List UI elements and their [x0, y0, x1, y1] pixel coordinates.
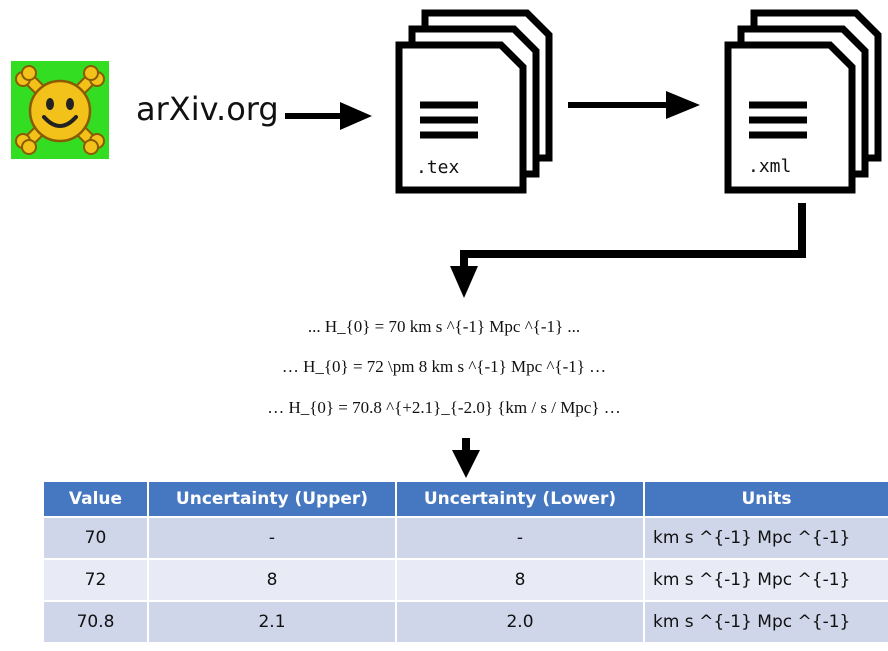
tex-document-stack-icon: .tex	[399, 13, 549, 190]
column-header-uncertainty-upper: Uncertainty (Upper)	[147, 482, 396, 518]
uncertainty-lower-cell: 8	[395, 558, 644, 601]
smiley-crossbones-icon	[11, 61, 109, 159]
xml-file-label: .xml	[748, 156, 791, 177]
units-cell: km s ^{-1} Mpc ^{-1}	[643, 558, 888, 601]
elbow-arrow-down-icon	[450, 203, 806, 298]
table-row: 72 8 8 km s ^{-1} Mpc ^{-1}	[44, 558, 888, 601]
column-header-uncertainty-lower: Uncertainty (Lower)	[395, 482, 644, 518]
value-cell: 70.8	[44, 600, 148, 642]
units-cell: km s ^{-1} Mpc ^{-1}	[643, 600, 888, 642]
arrow-down-icon	[452, 438, 480, 478]
uncertainty-lower-cell: 2.0	[395, 600, 644, 642]
value-cell: 72	[44, 558, 148, 601]
table-row: 70 - - km s ^{-1} Mpc ^{-1}	[44, 516, 888, 559]
column-header-units: Units	[643, 482, 888, 518]
pipeline-diagram: .tex .xml	[285, 0, 888, 478]
table-row: 70.8 2.1 2.0 km s ^{-1} Mpc ^{-1}	[44, 600, 888, 642]
column-header-value: Value	[44, 482, 148, 518]
uncertainty-upper-cell: 2.1	[147, 600, 396, 642]
arrow-right-icon	[285, 102, 372, 130]
equation-line: … H_{0} = 70.8 ^{+2.1}_{-2.0} {km / s / …	[267, 398, 621, 417]
arrow-right-icon	[568, 91, 700, 119]
equation-line: … H_{0} = 72 \pm 8 km s ^{-1} Mpc ^{-1} …	[281, 357, 607, 376]
value-cell: 70	[44, 516, 148, 559]
equation-line: ... H_{0} = 70 km s ^{-1} Mpc ^{-1} ...	[307, 317, 581, 336]
uncertainty-upper-cell: 8	[147, 558, 396, 601]
tex-file-label: .tex	[416, 157, 460, 178]
uncertainty-lower-cell: -	[395, 516, 644, 559]
uncertainty-upper-cell: -	[147, 516, 396, 559]
table-header-row: Value Uncertainty (Upper) Uncertainty (L…	[44, 482, 888, 518]
results-table: Value Uncertainty (Upper) Uncertainty (L…	[44, 482, 888, 642]
units-cell: km s ^{-1} Mpc ^{-1}	[643, 516, 888, 559]
xml-document-stack-icon: .xml	[728, 13, 878, 190]
arxiv-label: arXiv.org	[136, 90, 279, 128]
